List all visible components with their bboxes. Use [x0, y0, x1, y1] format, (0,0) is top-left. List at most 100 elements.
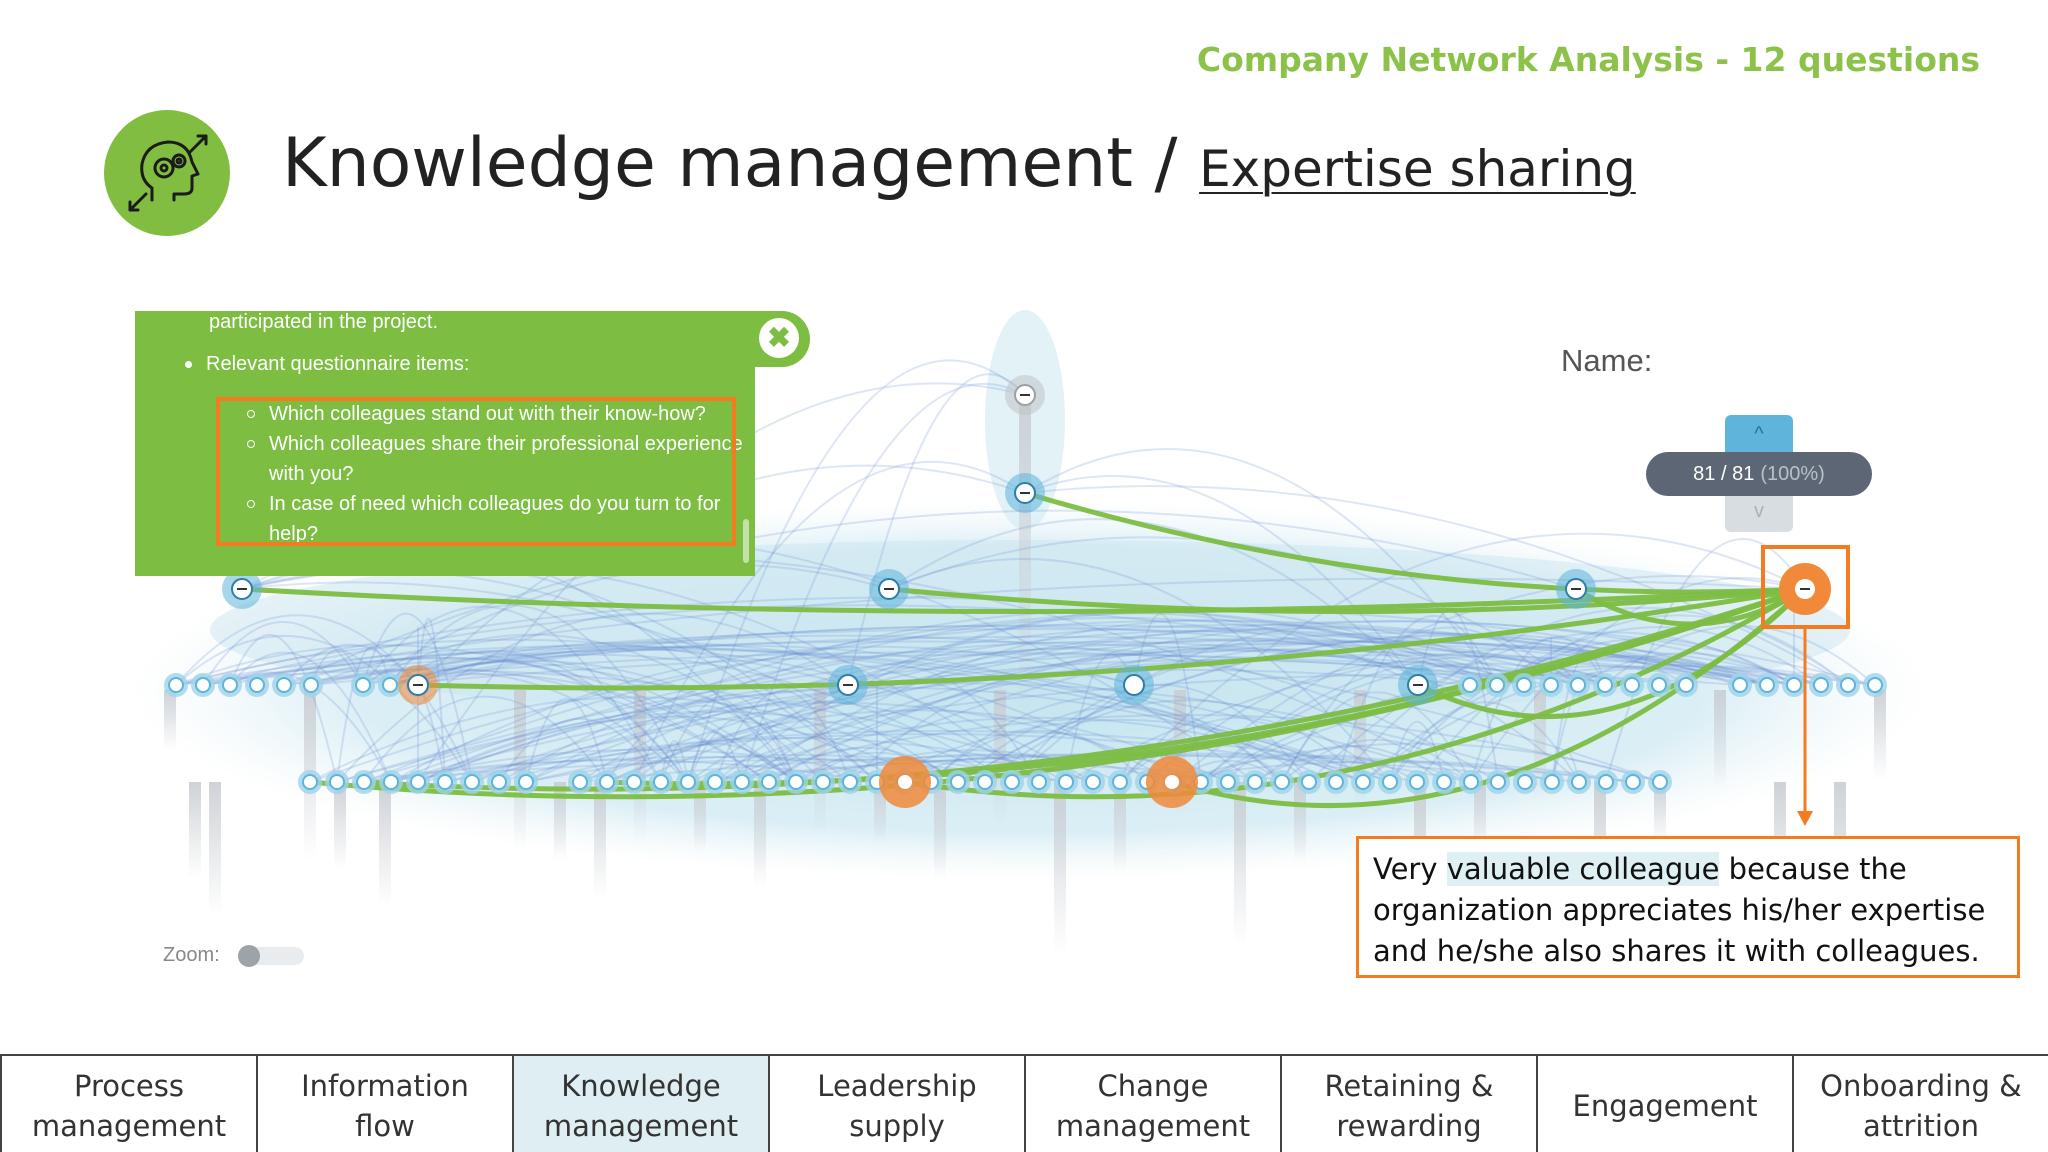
graph-stem	[1714, 690, 1726, 789]
tab-information-flow[interactable]: Information flow	[258, 1056, 514, 1152]
graph-node	[491, 774, 507, 790]
graph-node	[1382, 774, 1398, 790]
graph-edge	[498, 717, 662, 783]
graph-node	[1112, 774, 1128, 790]
graph-edge	[1065, 646, 1822, 783]
graph-node	[1489, 677, 1505, 693]
graph-hub-node	[1123, 674, 1145, 696]
callout-arrow-head	[1797, 811, 1813, 826]
graph-edge	[1173, 742, 1661, 783]
graph-edge	[687, 731, 743, 783]
graph-edge	[606, 620, 1876, 783]
graph-highlight-edge	[1024, 490, 1806, 595]
graph-node	[1625, 774, 1641, 790]
graph-edge	[957, 633, 1768, 783]
graph-edge	[471, 659, 1552, 783]
graph-edge	[417, 729, 1472, 783]
graph-node	[1247, 774, 1263, 790]
graph-edge	[1200, 665, 1768, 783]
tab-process-management[interactable]: Process management	[0, 1056, 258, 1152]
tab-change-management[interactable]: Change management	[1026, 1056, 1282, 1152]
graph-edge	[362, 634, 1661, 783]
graph-node	[1516, 677, 1532, 693]
previous-result-button[interactable]: ^	[1725, 415, 1793, 453]
graph-edge	[1011, 625, 1525, 783]
graph-edge	[888, 557, 1391, 783]
graph-edge	[389, 653, 1687, 686]
result-count: 81 / 81	[1693, 463, 1755, 485]
graph-node	[1436, 774, 1452, 790]
graph-edge	[229, 651, 392, 783]
graph-edge	[525, 629, 1633, 783]
tab-retaining-rewarding[interactable]: Retaining & rewarding	[1282, 1056, 1538, 1152]
graph-node	[1301, 774, 1317, 790]
graph-edge	[362, 641, 1175, 783]
network-graph[interactable]	[110, 270, 1970, 990]
zoom-toggle[interactable]	[238, 945, 304, 967]
graph-node	[1409, 774, 1425, 790]
graph-node	[898, 775, 912, 789]
annotation-text: because the organization appreciates his…	[1373, 852, 1986, 968]
graph-edge	[525, 697, 608, 783]
graph-edge	[1389, 652, 1687, 783]
next-result-button[interactable]: v	[1725, 496, 1793, 532]
questionnaire-item: Which colleagues stand out with their kn…	[245, 399, 745, 429]
graph-edge	[1281, 691, 1472, 783]
graph-edge	[389, 650, 689, 783]
graph-stem	[1874, 690, 1886, 780]
graph-edge	[283, 657, 797, 783]
graph-stem	[189, 782, 201, 879]
graph-edge	[714, 612, 1419, 783]
graph-edge	[363, 682, 1553, 783]
graph-node	[1085, 774, 1101, 790]
graph-edge	[283, 643, 473, 783]
graph-stem	[694, 782, 706, 852]
graph-edge	[795, 751, 959, 783]
info-panel-bullet-label: Relevant questionnaire items:	[206, 353, 470, 375]
info-panel-scrollbar[interactable]	[743, 519, 749, 563]
graph-node	[950, 774, 966, 790]
graph-edge	[229, 633, 338, 783]
tab-engagement[interactable]: Engagement	[1538, 1056, 1794, 1152]
graph-edge	[1254, 754, 1418, 783]
graph-stem	[634, 690, 646, 843]
graph-edge	[741, 383, 1026, 783]
annotation-callout: Very valuable colleague because the orga…	[1356, 836, 2020, 978]
graph-edge	[202, 640, 1633, 686]
graph-node	[1678, 677, 1694, 693]
graph-node	[734, 774, 750, 790]
graph-node	[1004, 774, 1020, 790]
graph-edge	[1024, 474, 1419, 686]
graph-edge	[390, 748, 905, 783]
tab-leadership-supply[interactable]: Leadership supply	[770, 1056, 1026, 1152]
graph-edge	[714, 716, 1364, 783]
graph-stem	[594, 782, 606, 898]
graph-highlight-edge	[309, 586, 1806, 800]
graph-edge	[283, 509, 1577, 686]
graph-edge	[417, 624, 1768, 783]
zoom-toggle-knob[interactable]	[238, 945, 260, 967]
graph-edge	[389, 648, 1094, 783]
graph-edge	[389, 604, 689, 783]
info-panel-bullet: Relevant questionnaire items:	[185, 353, 469, 376]
close-button[interactable]: ✖	[759, 318, 799, 358]
page-title: Knowledge management / Expertise sharing	[282, 124, 1636, 203]
graph-edge	[498, 737, 1094, 783]
page-title-main: Knowledge management /	[282, 124, 1200, 203]
page-title-link[interactable]: Expertise sharing	[1199, 140, 1636, 198]
graph-edge	[847, 647, 1499, 783]
graph-nodes	[164, 375, 1887, 808]
graph-edge	[768, 747, 959, 783]
graph-node	[195, 677, 211, 693]
tab-onboarding-attrition[interactable]: Onboarding & attrition	[1820, 1069, 2022, 1143]
graph-edge	[363, 695, 608, 783]
questionnaire-item: Which colleagues share their professiona…	[245, 429, 745, 489]
graph-node	[437, 774, 453, 790]
annotation-highlight: valuable colleague	[1446, 852, 1720, 886]
graph-edge	[362, 605, 662, 783]
bullet-dot	[185, 361, 192, 369]
tab-knowledge-management[interactable]: Knowledge management	[514, 1056, 770, 1152]
zoom-label: Zoom:	[163, 944, 220, 966]
graph-highlight-edge	[888, 586, 1806, 614]
graph-node	[383, 774, 399, 790]
